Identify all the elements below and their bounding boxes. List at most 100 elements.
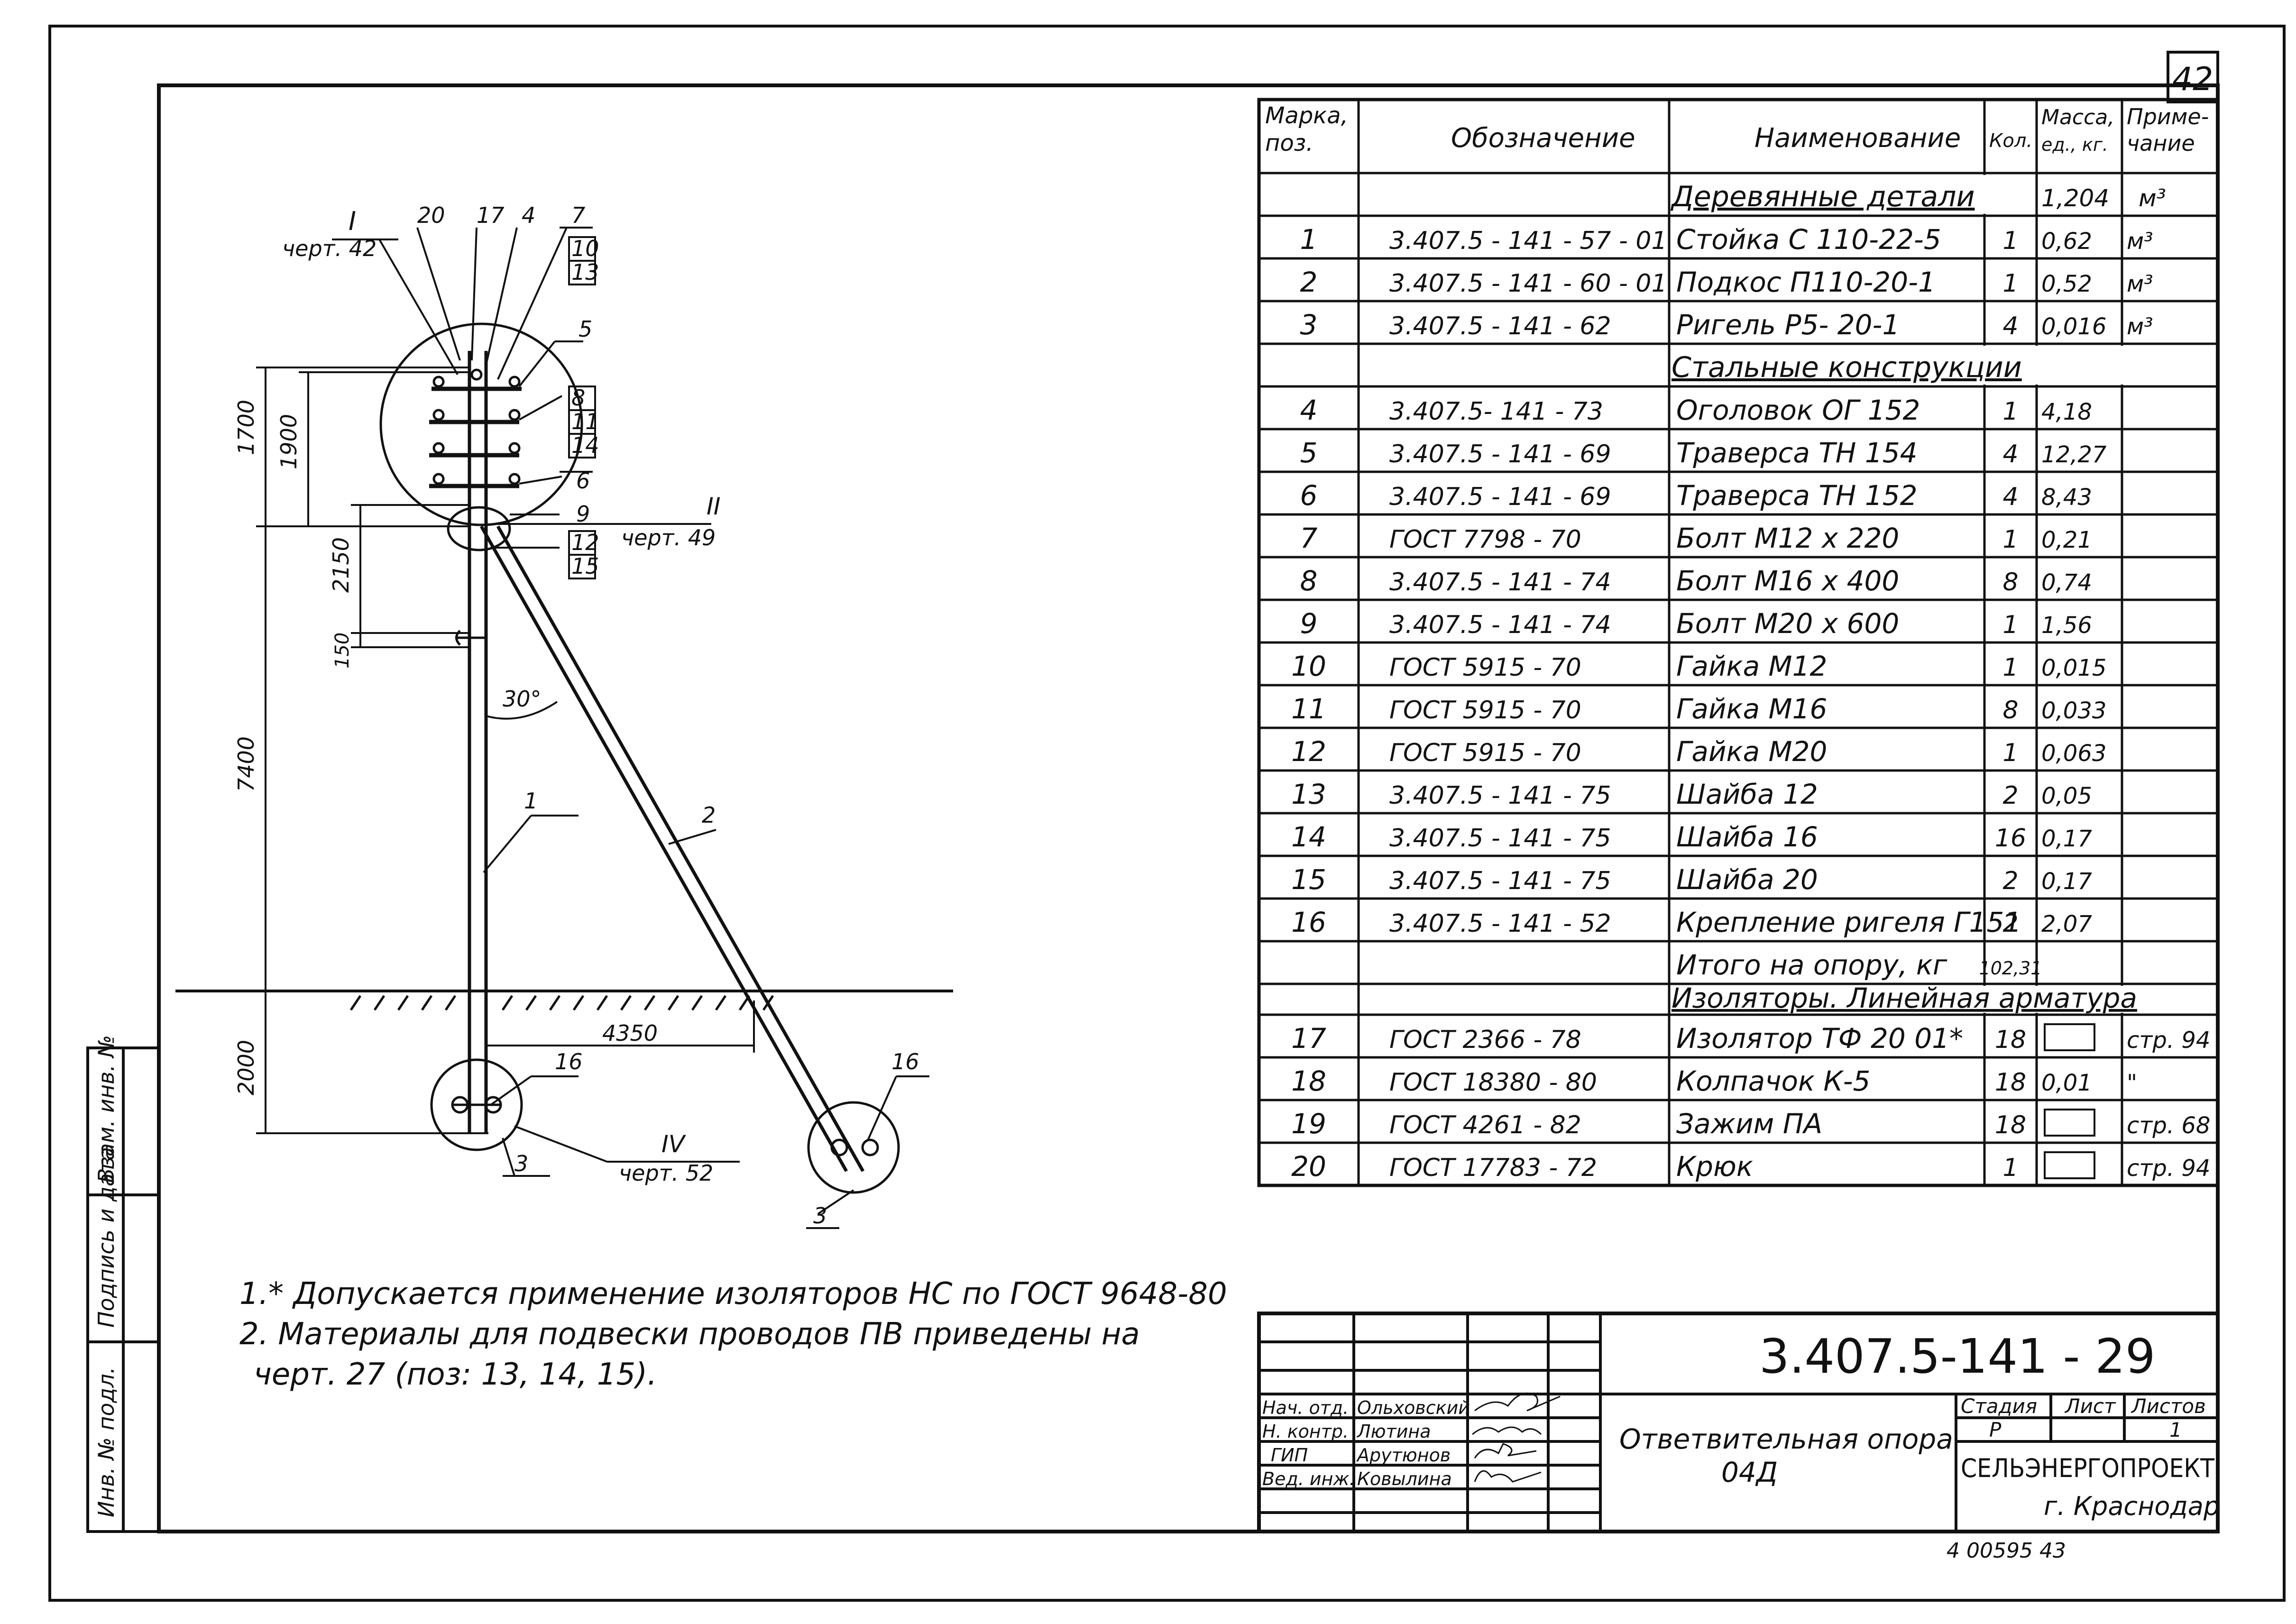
sheets-value: 1: [2169, 1418, 2182, 1441]
row-12-name: Гайка М20: [1676, 735, 1827, 768]
row-14-name: Шайба 16: [1676, 821, 1818, 853]
row-15-designation: 3.407.5 - 141 - 75: [1389, 867, 1611, 895]
row-14-designation: 3.407.5 - 141 - 75: [1389, 824, 1611, 853]
row-20-qty: 1: [2002, 1154, 2018, 1182]
row-17-pos: 17: [1291, 1022, 1326, 1055]
row-11-pos: 11: [1291, 693, 1326, 725]
row-14-mass: 0,17: [2041, 826, 2092, 852]
row-total-name: Итого на опору, кг: [1676, 949, 1947, 981]
row-16-name: Крепление ригеля Г151: [1676, 906, 2021, 938]
row-1-note: м³: [2127, 228, 2153, 255]
row-5-name: Траверса ТН 154: [1676, 437, 1918, 469]
org-name: СЕЛЬЭНЕРГОПРОЕКТ: [1961, 1453, 2215, 1483]
row-7-mass: 0,21: [2041, 527, 2092, 553]
row-10-pos: 10: [1291, 650, 1326, 682]
dim-1700: 1700: [233, 400, 259, 455]
section-wood: Деревянные детали: [1670, 180, 1975, 213]
empty-mass-boxes: [2044, 1023, 2095, 1179]
crossarms: [429, 386, 522, 488]
row-3-mass: 0,016: [2041, 313, 2106, 340]
dim-150: 150: [331, 633, 353, 669]
callout-top-ref: черт. 42: [282, 236, 377, 261]
ground-hatch: [349, 995, 774, 1011]
section-wood-note: м³: [2139, 184, 2166, 212]
name-2: Лютина: [1356, 1421, 1431, 1442]
row-14-pos: 14: [1291, 821, 1326, 853]
row-2-name: Подкос П110-20-1: [1676, 266, 1936, 298]
detail-circle-bottom-right: [807, 1101, 900, 1194]
row-13-pos: 13: [1291, 778, 1326, 810]
mark-15: 15: [571, 553, 599, 579]
row-4-qty: 1: [2002, 397, 2018, 426]
dimension-lines: [256, 367, 755, 1134]
row-9-pos: 9: [1300, 607, 1318, 640]
stamp-inv-orig: Инв. № подл.: [93, 1367, 119, 1517]
pos-fix-left: 16: [555, 1049, 583, 1074]
dim-1900: 1900: [276, 414, 302, 469]
row-1-qty: 1: [2002, 227, 2018, 255]
callout-mid-ref: черт. 49: [621, 525, 716, 551]
row-4-designation: 3.407.5- 141 - 73: [1389, 397, 1603, 426]
hdr-note-1: Приме-: [2127, 104, 2209, 129]
row-6-name: Траверса ТН 152: [1676, 479, 1918, 512]
row-8-qty: 8: [2002, 568, 2018, 596]
rails: [451, 1096, 879, 1156]
name-3: Арутюнов: [1356, 1445, 1451, 1466]
drawing-labels: I черт. 42 20 17 4 7 10 13 5 8 11 14 6 9…: [233, 202, 919, 1229]
row-4-mass: 4,18: [2041, 399, 2092, 425]
role-4: Вед. инж.: [1262, 1468, 1355, 1489]
title-block-grid: [1257, 1312, 2220, 1533]
pos-pole: 1: [524, 788, 538, 814]
pos-rail-left: 3: [514, 1151, 528, 1176]
callout-bottom-ref: черт. 52: [619, 1160, 713, 1186]
row-15-name: Шайба 20: [1676, 863, 1818, 896]
sheet-outer-frame: [48, 25, 2286, 1602]
row-9-mass: 1,56: [2041, 612, 2092, 639]
row-10-name: Гайка М12: [1676, 650, 1827, 682]
dim-7400: 7400: [233, 736, 259, 792]
row-2-designation: 3.407.5 - 141 - 60 - 01: [1389, 269, 1667, 298]
row-2-pos: 2: [1300, 266, 1318, 298]
row-3-qty: 4: [2002, 312, 2018, 340]
mark-13: 13: [571, 259, 599, 285]
leader-lines: [332, 227, 929, 1229]
sheets-label: Листов: [2131, 1395, 2206, 1418]
row-20-designation: ГОСТ 17783 - 72: [1389, 1154, 1597, 1182]
row-6-mass: 8,43: [2041, 484, 2092, 511]
row-16-qty: 2: [2002, 909, 2018, 938]
note-1: 1.* Допускается применение изоляторов НС…: [239, 1276, 1227, 1312]
row-total-qty: 102,31: [1979, 958, 2042, 979]
row-11-name: Гайка М16: [1676, 693, 1827, 725]
mark-12: 12: [571, 530, 599, 555]
detail-circle-bottom-left: [430, 1058, 523, 1151]
row-7-designation: ГОСТ 7798 - 70: [1389, 525, 1581, 554]
hdr-mass-1: Масса,: [2041, 105, 2114, 129]
row-7-name: Болт М12 х 220: [1676, 522, 1899, 554]
row-1-pos: 1: [1300, 223, 1318, 256]
mark-boxes: [560, 227, 596, 579]
row-17-designation: ГОСТ 2366 - 78: [1389, 1026, 1581, 1054]
row-19-qty: 18: [1995, 1111, 2026, 1139]
mark-8: 8: [571, 385, 585, 411]
detail-circle-top: [379, 322, 583, 526]
pos-fix-right: 16: [891, 1049, 919, 1074]
role-2: Н. контр.: [1262, 1421, 1349, 1442]
top-mark-7: 7: [571, 202, 585, 228]
row-12-mass: 0,063: [2041, 740, 2106, 767]
row-6-designation: 3.407.5 - 141 - 69: [1389, 483, 1611, 511]
section-row-masks: [1982, 175, 2124, 1013]
row-13-mass: 0,05: [2041, 783, 2092, 809]
callout-mid-roman: II: [707, 493, 721, 520]
row-3-name: Ригель Р5- 20-1: [1676, 309, 1900, 341]
row-18-pos: 18: [1291, 1065, 1326, 1097]
stamp-sign-date: Подпись и дата: [93, 1147, 119, 1328]
hdr-note-2: чание: [2127, 130, 2195, 156]
row-7-pos: 7: [1300, 522, 1318, 554]
mark-11: 11: [571, 409, 599, 434]
row-17-name: Изолятор ТФ 20 01*: [1676, 1022, 1963, 1055]
row-13-qty: 2: [2002, 781, 2018, 810]
hdr-mass-2: ед., кг.: [2041, 134, 2108, 155]
hdr-qty: Кол.: [1989, 130, 2032, 152]
row-20-name: Крюк: [1676, 1150, 1753, 1183]
